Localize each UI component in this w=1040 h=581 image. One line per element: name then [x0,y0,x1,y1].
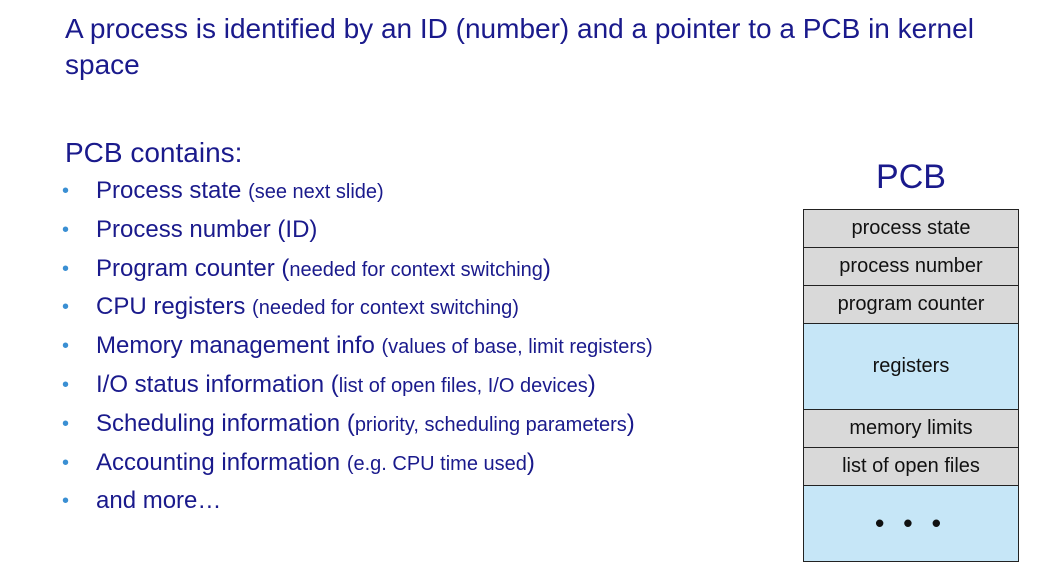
list-item-detail: (see next slide) [248,181,384,203]
list-item-detail: priority, scheduling parameters [354,413,627,436]
pcb-contains-heading: PCB contains: [65,137,243,168]
pcb-field-registers: registers [804,324,1018,410]
list-item-main: Process number (ID) [96,215,318,243]
list-item-close-paren: ) [626,409,635,437]
list-item-main: Accounting information [96,448,347,476]
list-item-main: I/O status information ( [96,370,339,398]
list-item-main: CPU registers [96,293,253,321]
list-item-detail: (e.g. CPU time used [346,452,527,475]
list-item-main: Memory management info [96,332,382,360]
list-item-close-paren: ) [526,448,535,476]
pcb-field-open-files: list of open files [804,448,1018,486]
list-item-detail: (needed for context switching) [252,297,519,320]
bullet-icon: • [62,490,70,513]
pcb-field-memory-limits: memory limits [804,410,1018,448]
pcb-diagram-title: PCB [876,158,946,196]
bullet-icon: • [62,412,70,435]
bullet-icon: • [62,373,70,396]
bullet-icon: • [62,451,70,474]
slide-headline: A process is identified by an ID (number… [65,13,974,80]
pcb-diagram: process state process number program cou… [803,209,1019,562]
list-item-close-paren: ) [542,254,551,282]
list-item-main: Scheduling information ( [96,409,355,437]
list-item-detail: list of open files, I/O devices [338,374,588,397]
pcb-field-program-counter: program counter [804,286,1018,324]
list-item-main: Program counter ( [96,254,290,282]
pcb-field-process-state: process state [804,210,1018,248]
list-item-close-paren: ) [587,370,596,398]
bullet-icon: • [62,180,70,202]
list-item-main: Process state [96,177,249,204]
list-item-detail: (values of base, limit registers) [381,336,653,359]
list-item-detail: needed for context switching [289,258,543,281]
pcb-field-process-number: process number [804,248,1018,286]
bullet-icon: • [62,257,70,280]
pcb-field-ellipsis: • • • [804,486,1018,561]
bullet-icon: • [62,296,70,319]
bullet-icon: • [62,218,70,241]
bullet-icon: • [62,335,70,358]
list-item-main: and more… [96,487,222,515]
